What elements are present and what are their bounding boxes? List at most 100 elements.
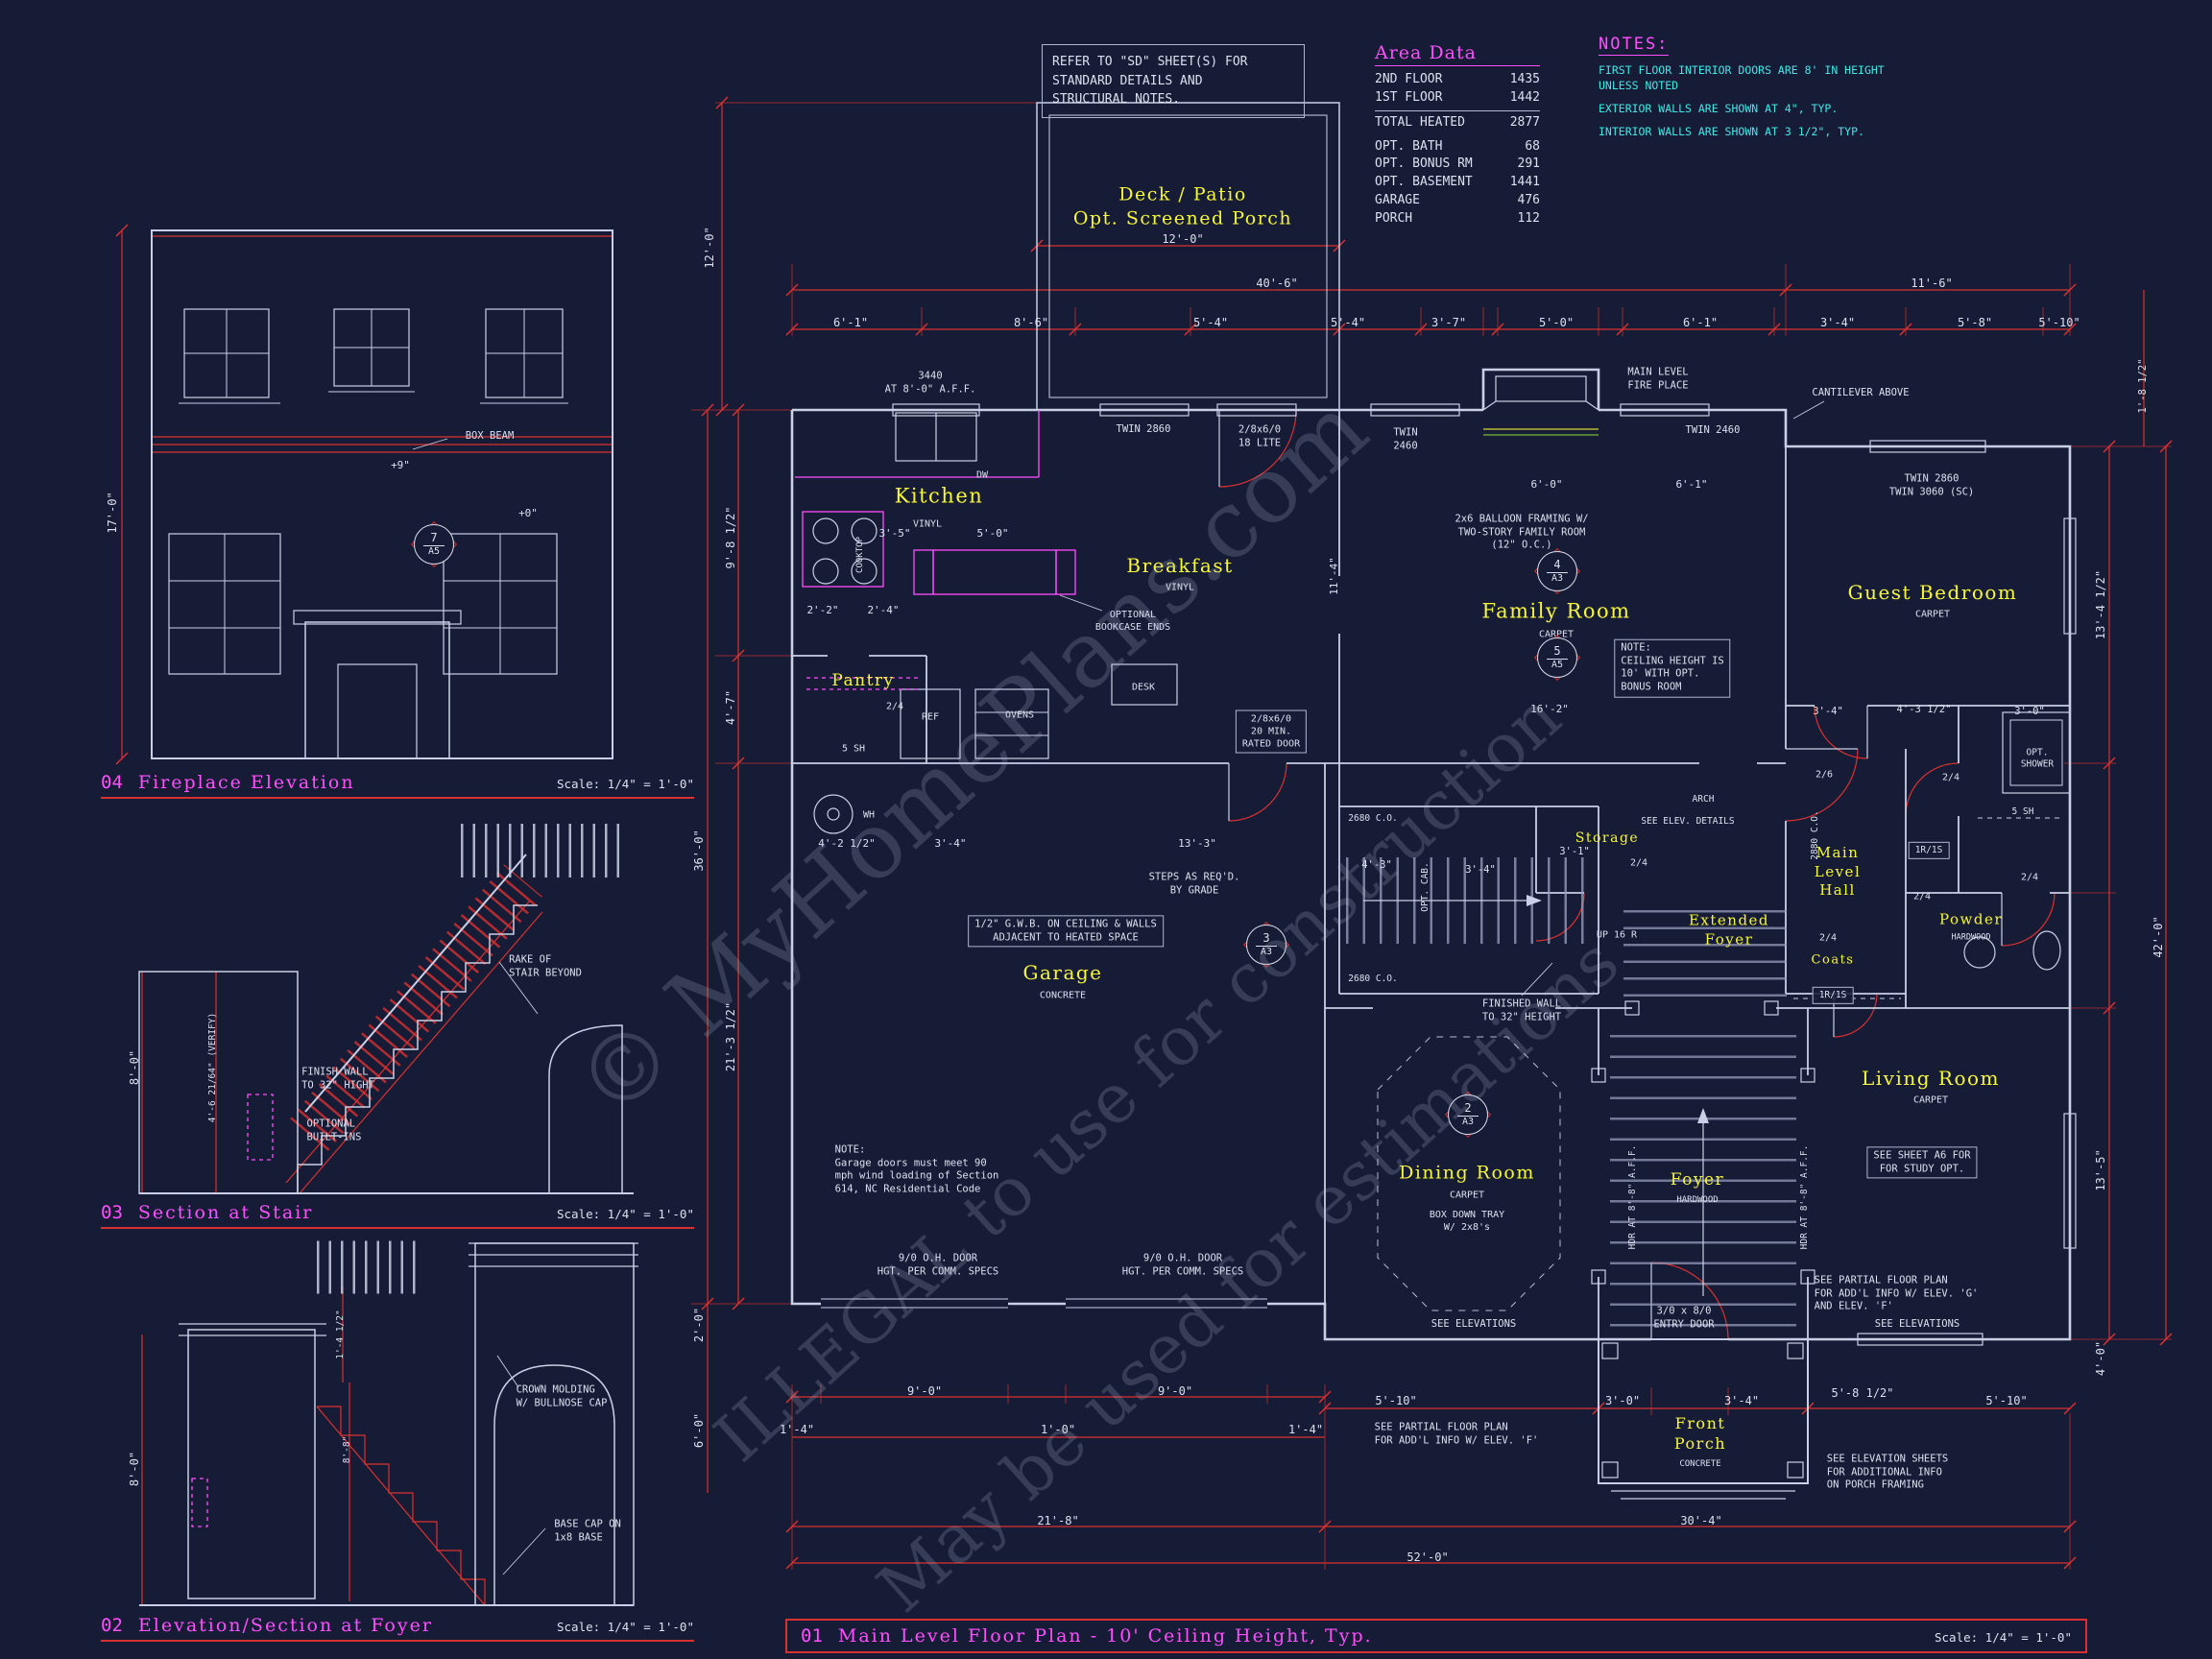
drawing-label: ARCH — [1692, 793, 1715, 805]
titlebar-fireplace-elevation: 04 Fireplace Elevation Scale: 1/4" = 1'-… — [101, 772, 694, 799]
drawing-label: 1'-0" — [1040, 1423, 1076, 1437]
drawing-label: 2680 C.O. — [1348, 812, 1398, 824]
room-label-powder: Powder — [1938, 910, 2004, 928]
drawing-scale: Scale: 1/4" = 1'-0" — [557, 1620, 694, 1634]
drawing-label: 2/8x6/0 18 LITE — [1238, 423, 1282, 448]
room-label-deck-patio: Deck / Patio Opt. Screened Porch — [1072, 183, 1293, 228]
titlebar-main-level-floor-plan: 01 Main Level Floor Plan - 10' Ceiling H… — [785, 1619, 2087, 1653]
drawing-label: SEE ELEVATIONS — [1431, 1318, 1517, 1331]
drawing-label: 3'-1" — [1559, 846, 1590, 858]
drawing-label: TWIN 2460 — [1393, 426, 1418, 451]
drawing-label: 6'-1" — [1675, 477, 1708, 491]
drawing-label: 3'-4" — [1723, 1394, 1760, 1408]
drawing-title: Fireplace Elevation — [137, 772, 355, 793]
drawing-label: 3'-7" — [1431, 316, 1467, 330]
area-data-label: TOTAL HEATED — [1375, 114, 1465, 130]
drawing-label: 5'-0" — [1538, 316, 1575, 330]
drawing-label: HARDWOOD — [1676, 1195, 1719, 1206]
marker-sheet: A3 — [1461, 1116, 1475, 1127]
area-data-title: Area Data — [1375, 42, 1540, 66]
drawing-label: 3'-4" — [1819, 316, 1856, 330]
titlebar-elevation-section-at-foyer: 02 Elevation/Section at Foyer Scale: 1/4… — [101, 1615, 694, 1642]
drawing-label: REF — [921, 711, 940, 723]
room-label-coats: Coats — [1811, 952, 1855, 968]
drawing-title: Section at Stair — [137, 1202, 314, 1223]
area-data-value: 112 — [1517, 210, 1540, 226]
drawing-label: 1'-4" — [1287, 1423, 1324, 1437]
drawing-label: 52'-0" — [1407, 1551, 1449, 1565]
drawing-title: Elevation/Section at Foyer — [137, 1615, 433, 1636]
drawing-label: 6'-0" — [692, 1412, 707, 1449]
drawing-label: CONCRETE — [1679, 1459, 1721, 1470]
drawing-label: 9'-8 1/2" — [724, 506, 738, 569]
drawing-label: VINYL — [912, 518, 943, 530]
drawing-label: 9'-0" — [1157, 1384, 1193, 1399]
drawing-label: OPT. SHOWER — [2020, 747, 2055, 770]
drawing-label: DW — [975, 469, 989, 481]
wall-linework — [138, 102, 2077, 1606]
drawing-number: 02 — [101, 1615, 123, 1636]
drawing-label: 2/4 — [2020, 872, 2039, 883]
drawing-label: SEE ELEVATION SHEETS FOR ADDITIONAL INFO… — [1826, 1453, 1949, 1491]
drawing-label: +9" — [391, 458, 410, 471]
drawing-label: 1'-8 1/2" — [2137, 358, 2150, 414]
room-label-guest-bedroom: Guest Bedroom — [1847, 581, 2018, 604]
marker-sheet: A3 — [1551, 572, 1564, 584]
notes-items: FIRST FLOOR INTERIOR DOORS ARE 8' IN HEI… — [1599, 62, 1906, 139]
drawing-label: 12'-0" — [1162, 232, 1204, 247]
drawing-label: 1/2" G.W.B. ON CEILING & WALLS ADJACENT … — [968, 915, 1164, 948]
room-label-dining-room: Dining Room — [1399, 1162, 1535, 1184]
drawing-scale: Scale: 1/4" = 1'-0" — [557, 1207, 694, 1221]
drawing-label: 6'-0" — [1530, 477, 1563, 491]
drawing-label: 3'-5" — [878, 526, 911, 540]
room-label-pantry: Pantry — [831, 670, 895, 690]
standard-details-note: REFER TO "SD" SHEET(S) FOR STANDARD DETA… — [1042, 44, 1305, 118]
marker-sheet: A5 — [427, 545, 441, 557]
drawing-label: SEE ELEV. DETAILS — [1641, 815, 1735, 827]
drawing-label: 13'-3" — [1178, 836, 1216, 850]
drawing-label: VINYL — [1165, 582, 1195, 593]
drawing-number: 04 — [101, 772, 123, 793]
drawing-label: CONCRETE — [1039, 990, 1087, 1001]
drawing-label: 5'-4" — [1192, 316, 1229, 330]
drawing-label: 3'-4" — [1465, 864, 1496, 877]
marker-number: 5 — [1547, 644, 1568, 660]
drawing-label: 9/0 O.H. DOOR HGT. PER COMM. SPECS — [877, 1252, 999, 1277]
area-data-label: 1ST FLOOR — [1375, 89, 1443, 105]
drawing-label: HDR AT 8'-8" A.F.F. — [1798, 1144, 1810, 1250]
drawing-label: NOTE: CEILING HEIGHT IS 10' WITH OPT. BO… — [1614, 638, 1731, 698]
drawing-label: 2'-0" — [692, 1307, 707, 1343]
area-data-value: 68 — [1525, 138, 1540, 154]
drawing-title: Main Level Floor Plan - 10' Ceiling Heig… — [837, 1625, 1373, 1647]
drawing-label: 2/4 — [1912, 891, 1932, 902]
watermark-text: ILLEGAL to use for construction — [699, 677, 1576, 1478]
drawing-label: 5'-10" — [2038, 316, 2080, 330]
drawing-label: 11'-4" — [1327, 557, 1340, 595]
drawing-label: OPTIONAL BUILT-INS — [306, 1118, 362, 1142]
drawing-label: 5 SH — [841, 743, 866, 755]
drawing-label: 17'-0" — [106, 492, 120, 534]
drawing-label: BOX BEAM — [465, 430, 515, 443]
drawing-label: 3'-4" — [1813, 706, 1843, 718]
area-data-value: 1435 — [1509, 72, 1540, 86]
room-label-storage: Storage — [1575, 830, 1640, 846]
drawing-label: 3/0 x 8/0 ENTRY DOOR — [1653, 1305, 1715, 1330]
drawing-label: FINISHED WALL TO 32" HEIGHT — [1481, 998, 1562, 1022]
drawing-label: HDR AT 8'-8" A.F.F. — [1626, 1144, 1638, 1250]
drawing-label: CARPET — [1914, 609, 1951, 620]
optional-feature-linework — [191, 410, 1076, 1527]
drawing-label: MAIN LEVEL FIRE PLACE — [1627, 366, 1689, 391]
drawing-label: TWIN 2460 — [1685, 424, 1741, 437]
drawing-label: 5'-10" — [1985, 1394, 2028, 1408]
drawing-label: 13'-4 1/2" — [2094, 569, 2108, 640]
notes-block: NOTES: FIRST FLOOR INTERIOR DOORS ARE 8'… — [1599, 35, 1906, 147]
drawing-label: 12'-0" — [703, 227, 717, 269]
drawing-label: 5'-8" — [1957, 316, 1993, 330]
room-label-living-room: Living Room — [1861, 1067, 2001, 1090]
